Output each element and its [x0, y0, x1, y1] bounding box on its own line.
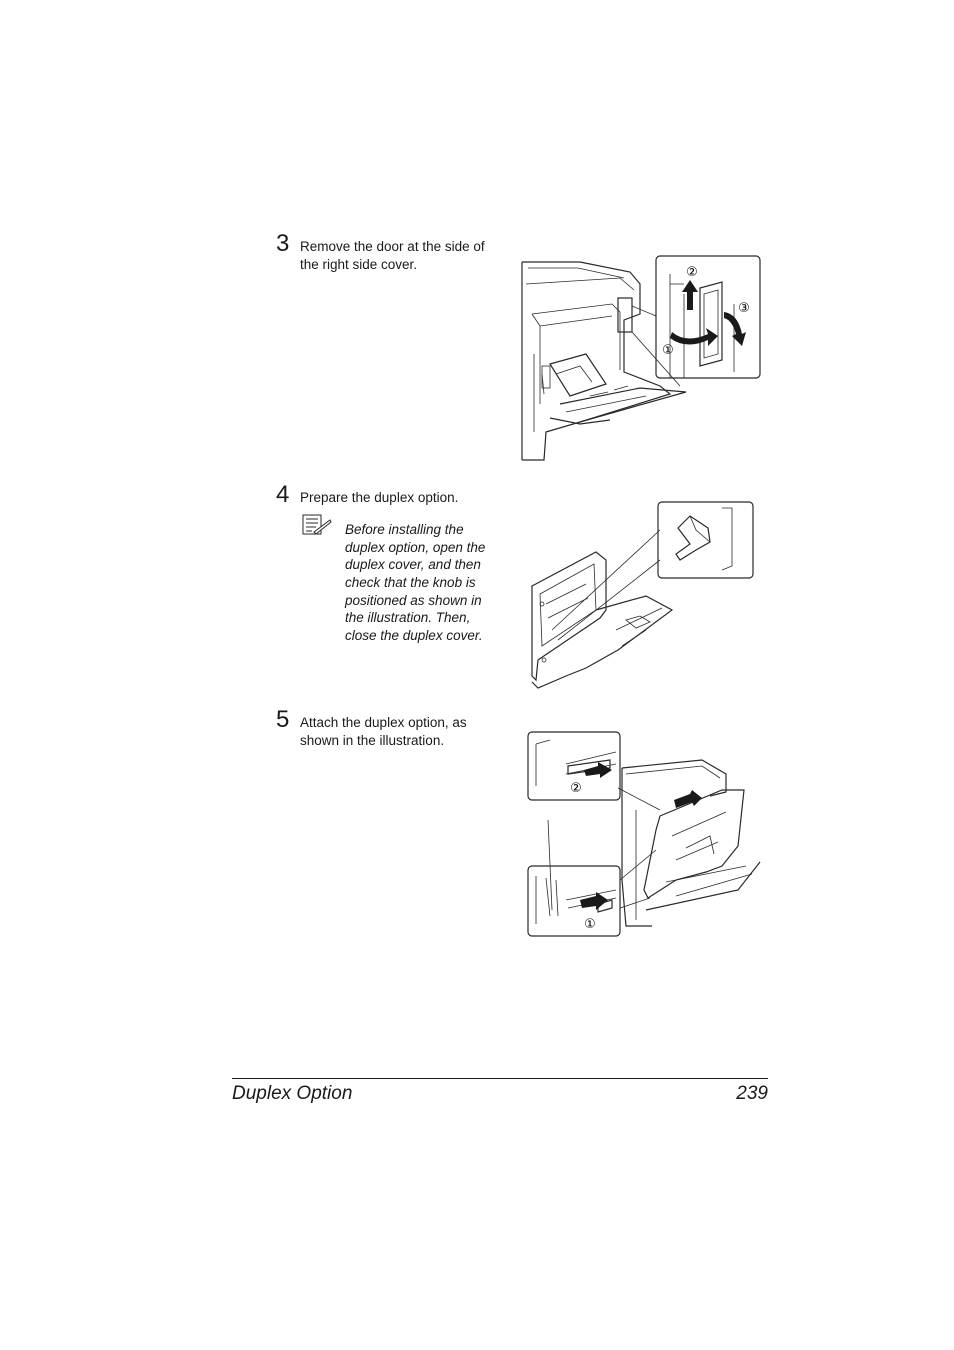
step-instruction-line: the right side cover. — [300, 257, 418, 272]
footer-page-number: 239 — [736, 1083, 768, 1104]
callout-1: ① — [584, 917, 596, 932]
footer-divider — [232, 1078, 768, 1079]
step-number: 4 — [276, 481, 290, 508]
step-3-illustration: ② ③ ① — [520, 254, 762, 464]
callout-1: ① — [662, 343, 674, 358]
note-line: check that the knob is — [345, 575, 476, 590]
note-line: close the duplex cover. — [345, 628, 483, 643]
step-4-illustration — [526, 500, 756, 692]
note-icon — [302, 514, 332, 536]
footer-section-title: Duplex Option — [232, 1083, 353, 1104]
note-line: positioned as shown in — [345, 593, 482, 608]
callout-2: ② — [686, 265, 698, 280]
step-number: 5 — [276, 706, 290, 733]
note-line: the illustration. Then, — [345, 610, 471, 625]
step-5-illustration: ② ① — [526, 730, 762, 938]
note-line: duplex option, open the — [345, 540, 486, 555]
step-instruction-line: Prepare the duplex option. — [300, 490, 459, 505]
callout-3: ③ — [738, 301, 750, 316]
callout-2: ② — [570, 781, 582, 796]
note-line: duplex cover, and then — [345, 557, 481, 572]
note-line: Before installing the — [345, 522, 464, 537]
step-instruction-line: Remove the door at the side of — [300, 239, 485, 254]
step-instruction-line: Attach the duplex option, as — [300, 715, 467, 730]
step-number: 3 — [276, 230, 290, 257]
step-instruction-line: shown in the illustration. — [300, 733, 445, 748]
